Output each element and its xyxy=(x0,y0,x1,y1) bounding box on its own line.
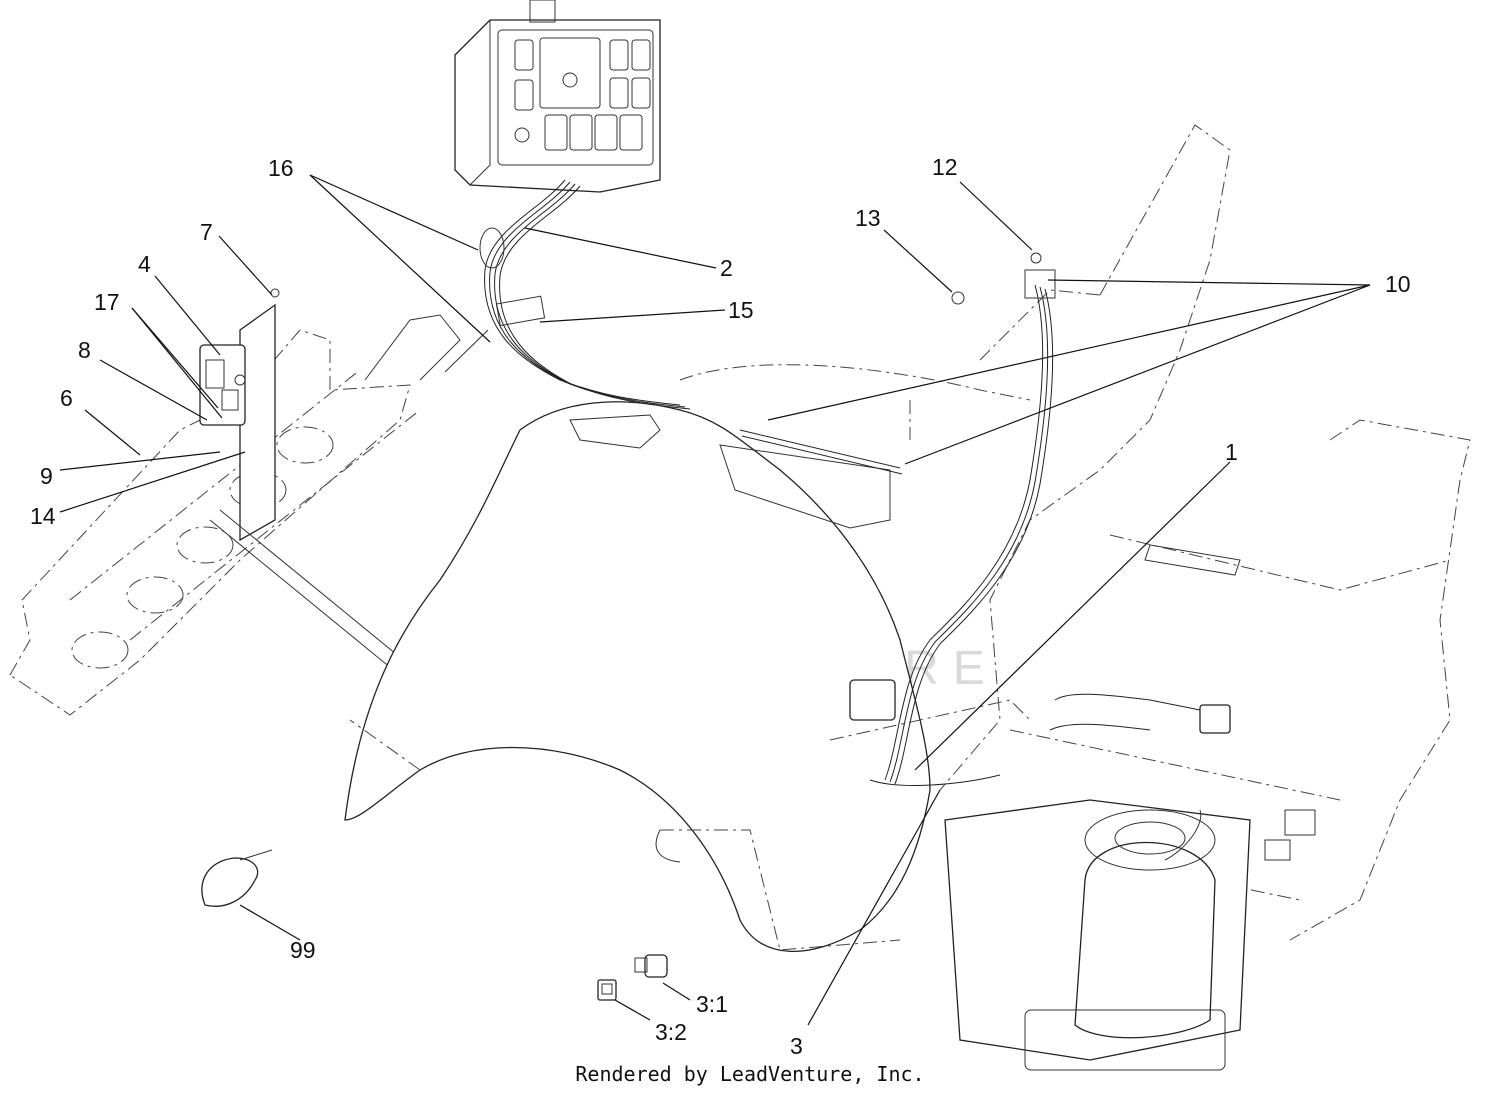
callout-16: 16 xyxy=(268,155,294,181)
wire-harness-upper xyxy=(364,179,691,410)
callout-15: 15 xyxy=(728,297,754,323)
callout-9: 9 xyxy=(40,463,53,489)
fender-body xyxy=(344,364,1031,953)
leader-lines xyxy=(59,174,1371,1026)
control-panel-housing xyxy=(454,0,661,193)
cable-tie-part xyxy=(201,849,273,907)
fuse-part xyxy=(597,979,617,1001)
callout-4: 4 xyxy=(138,251,151,277)
callout-labels: 1 2 3 3:1 3:2 4 6 7 8 9 10 12 13 14 15 1… xyxy=(30,154,1411,1059)
callout-6: 6 xyxy=(60,385,73,411)
callout-13: 13 xyxy=(855,205,881,231)
left-frame-panel xyxy=(9,303,441,716)
callout-2: 2 xyxy=(720,255,733,281)
callout-14: 14 xyxy=(30,503,56,529)
fuse-holder-part xyxy=(634,954,668,978)
callout-12: 12 xyxy=(932,154,958,180)
render-credit: Rendered by LeadVenture, Inc. xyxy=(575,1062,925,1086)
callout-10: 10 xyxy=(1385,271,1411,297)
callout-17: 17 xyxy=(94,289,120,315)
callout-3-1: 3:1 xyxy=(696,991,728,1017)
lower-frame xyxy=(349,719,901,951)
callout-99: 99 xyxy=(290,937,316,963)
callout-3-2: 3:2 xyxy=(655,1019,687,1045)
canister-assembly xyxy=(944,799,1316,1071)
callout-3: 3 xyxy=(790,1033,803,1059)
callout-8: 8 xyxy=(78,337,91,363)
callout-7: 7 xyxy=(200,219,213,245)
wire-harness-right xyxy=(739,252,1231,786)
callout-1: 1 xyxy=(1225,439,1238,465)
